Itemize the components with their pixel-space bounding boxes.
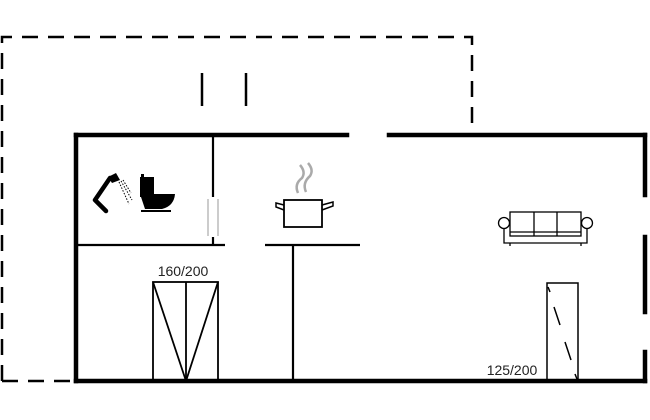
- sofa-icon: [497, 211, 594, 246]
- outer-walls: [73, 132, 648, 384]
- bathroom-door: [207, 199, 219, 236]
- double-bed-size-label: 160/200: [158, 263, 209, 279]
- toilet-icon: [140, 174, 175, 212]
- double-bed: [152, 281, 219, 382]
- single-bed-size-label: 125/200: [487, 362, 538, 378]
- inner-walls: [76, 135, 360, 381]
- terrace-outline: [0, 35, 474, 383]
- cooking-pot-icon: [275, 162, 334, 228]
- terrace-markers: [200, 73, 248, 106]
- shower-icon: [92, 173, 133, 214]
- single-bed: [546, 282, 579, 382]
